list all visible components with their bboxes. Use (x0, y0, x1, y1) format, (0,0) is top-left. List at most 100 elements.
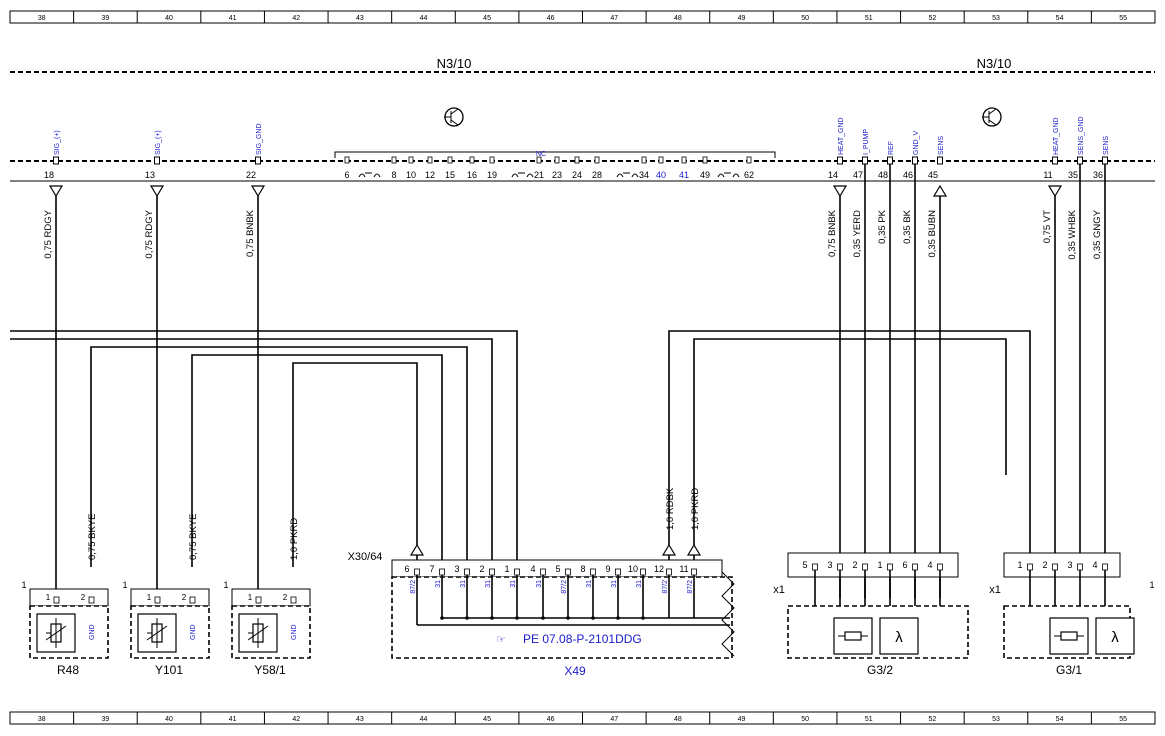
pin-number: 2 (182, 593, 187, 602)
pin-number: 1 (248, 593, 253, 602)
bus-wires (10, 330, 1031, 567)
pin-number: 1 (504, 564, 509, 574)
ruler-number: 47 (610, 716, 618, 723)
ecu-pin-signal: SENS (938, 136, 945, 155)
ruler-number: 46 (547, 15, 555, 22)
nc-pin-number: 15 (445, 170, 455, 180)
pin-number: 2 (852, 560, 857, 570)
wire-label: 0,75 VT (1042, 210, 1053, 243)
arrow-up-icon (932, 184, 948, 197)
connector-x49[interactable]: X30/64687/2731331231131431587/2831931103… (348, 551, 735, 678)
arrow-down-icon (1047, 185, 1063, 198)
pin-function: 31 (460, 580, 467, 588)
ruler-number: 45 (483, 716, 491, 723)
heater-icon (1054, 631, 1084, 641)
wire-label: 0,35 WHBK (1067, 209, 1078, 259)
ruler-number: 50 (801, 15, 809, 22)
component-name: Y58/1 (254, 663, 286, 677)
ecu-pin[interactable]: 45 SENS 0,35 BUBN (927, 136, 948, 598)
pin-number: 9 (605, 564, 610, 574)
gnd-label: GND (291, 624, 298, 640)
ecu-pin-signal: HEAT_GND (838, 117, 845, 155)
nc-pin-number: 34 (639, 170, 649, 180)
ecu-pin-number: 14 (828, 170, 838, 180)
ecu-pin-signal: I_PUMP (863, 129, 870, 155)
splice-icon (511, 172, 534, 178)
splice-icon (358, 172, 381, 178)
pin-number: 6 (902, 560, 907, 570)
ruler-number: 38 (38, 15, 46, 22)
pin-number: 4 (927, 560, 932, 570)
nc-pin-number: 49 (700, 170, 710, 180)
ecu-label-left: N3/10 (437, 56, 472, 71)
pin-function: 31 (435, 580, 442, 588)
nc-pin-number: 41 (679, 170, 689, 180)
ecu-pin-number: 47 (853, 170, 863, 180)
ruler-number: 52 (928, 15, 936, 22)
pin-number: 1 (1017, 560, 1022, 570)
pin-function: 31 (586, 580, 593, 588)
nc-pin-number: 62 (744, 170, 754, 180)
ruler-number: 47 (610, 15, 618, 22)
pin-number: 7 (429, 564, 434, 574)
wire-label: 0,35 BUBN (927, 210, 938, 258)
ruler-number: 52 (928, 716, 936, 723)
ecu-pin-signal: HEAT_GND (1053, 117, 1060, 155)
ruler-number: 53 (992, 716, 1000, 723)
nc-pin-number: 12 (425, 170, 435, 180)
nc-label: NC (536, 151, 546, 158)
transistor-icon (444, 107, 464, 127)
ruler-number: 55 (1119, 716, 1127, 723)
ruler-number: 54 (1056, 716, 1064, 723)
wire-label: 1,0 PKRD (690, 488, 701, 530)
heater-icon (838, 631, 868, 641)
pin-number: 2 (81, 593, 86, 602)
ruler-number: 51 (865, 15, 873, 22)
splice-icon (717, 172, 740, 178)
component-name: G3/1 (1056, 663, 1082, 677)
pin-number: 1 (46, 593, 51, 602)
ruler-number: 46 (547, 716, 555, 723)
arrow-up-icon (409, 543, 425, 556)
ruler-number: 49 (738, 716, 746, 723)
reference-link: PE 07.08-P-2101DDG (523, 632, 642, 646)
pin-number: 3 (827, 560, 832, 570)
pin-number: 1 (877, 560, 882, 570)
solenoid-valve-icon (247, 618, 269, 648)
ruler-number: 44 (420, 716, 428, 723)
ruler-number: 41 (229, 716, 237, 723)
ruler-number: 48 (674, 716, 682, 723)
wire-label: 0,75 BKYE (188, 514, 199, 560)
nc-pin-number: 19 (487, 170, 497, 180)
pin-number: 6 (404, 564, 409, 574)
ecu-pin-signal: SIG_(+) (155, 130, 162, 155)
ruler-number: 43 (356, 716, 364, 723)
ref-number: 1 (122, 580, 127, 590)
pin-number: 8 (580, 564, 585, 574)
ref-number: 1 (21, 580, 26, 590)
ecu-pin-number: 45 (928, 170, 938, 180)
ruler-number: 45 (483, 15, 491, 22)
pin-number: 3 (1067, 560, 1072, 570)
pin-function: 31 (485, 580, 492, 588)
ruler-number: 40 (165, 716, 173, 723)
nc-pin-number: 23 (552, 170, 562, 180)
pin-number: 5 (555, 564, 560, 574)
